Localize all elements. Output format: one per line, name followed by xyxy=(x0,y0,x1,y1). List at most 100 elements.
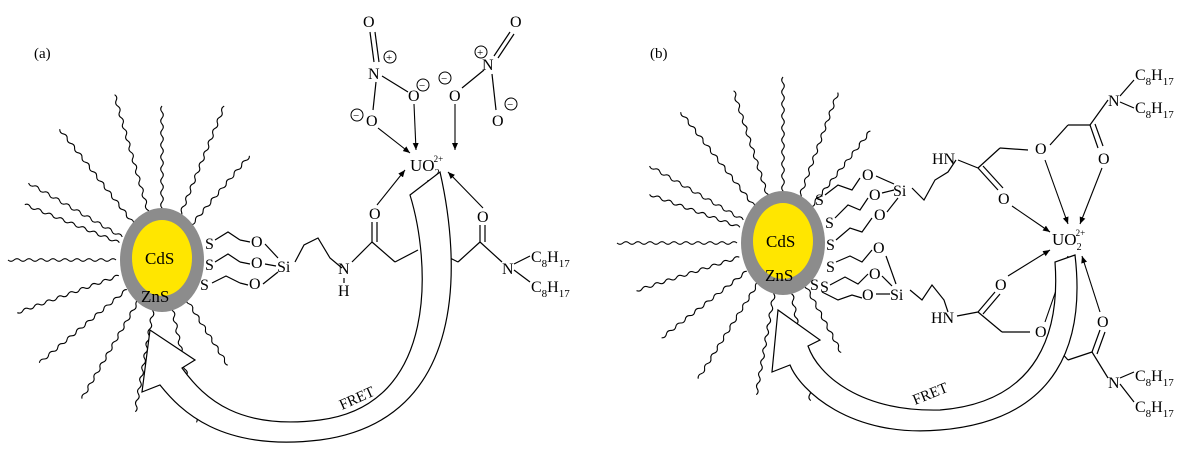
ligand-chain-a-1 xyxy=(28,182,123,238)
fret-arrow-a: FRET xyxy=(141,170,452,443)
oxygen-b-2: O xyxy=(869,187,881,204)
oxygen-a-2: O xyxy=(251,255,263,272)
ligand-chain-b-4 xyxy=(781,76,785,198)
charge-minus-a-3: − xyxy=(441,73,447,85)
oxygen-b-6: O xyxy=(862,287,874,304)
core-label-a: CdS xyxy=(145,249,174,268)
oxygen-b-3: O xyxy=(874,207,886,224)
oxygen-b-1: O xyxy=(862,167,874,184)
core-label-b: CdS xyxy=(766,232,795,251)
ligand-chain-b-8 xyxy=(636,256,740,292)
ligand-chain-b-2 xyxy=(680,112,756,207)
nitrate-n-a-2: N xyxy=(482,57,494,74)
panel-a: (a) CdS ZnS S S S O O O Si xyxy=(7,14,570,443)
silane-anchor-a: S S S O O O Si N H O xyxy=(200,206,570,300)
ligand-chain-a-9 xyxy=(38,289,127,363)
sulfur-a-2: S xyxy=(205,257,214,274)
ligand-chain-b-11 xyxy=(755,287,776,396)
ligand-chain-b-3 xyxy=(733,90,770,200)
alkyl-a-2: C8H17 xyxy=(531,279,570,300)
silicon-b-1: Si xyxy=(893,183,907,200)
ligand-chain-b-5 xyxy=(798,92,839,201)
nitrate-o-a-5: O xyxy=(449,88,461,105)
ligand-chain-a-5 xyxy=(178,105,225,218)
oxygen-b-5: O xyxy=(869,266,881,283)
uranyl-b: UO22+ xyxy=(1052,228,1085,253)
carbonyl-o-b-2: O xyxy=(1098,151,1110,168)
panel-a-label: (a) xyxy=(34,46,51,62)
ligand-chain-a-6 xyxy=(191,155,250,226)
oxygen-a-1: O xyxy=(251,234,263,251)
ligand-chain-b-13 xyxy=(803,283,842,354)
oxygen-a-3: O xyxy=(249,276,261,293)
ligand-chain-a-14 xyxy=(24,203,120,244)
ligand-chain-b-1 xyxy=(649,165,744,221)
shell-label-b: ZnS xyxy=(765,266,793,285)
shell-label-a: ZnS xyxy=(141,287,169,306)
sulfur-b-1: S xyxy=(815,192,824,209)
carbonyl-o-a-2: O xyxy=(477,209,489,226)
uranyl-complex-a: UO22+ O N O O + − − O N O O xyxy=(350,14,522,240)
sulfur-b-2: S xyxy=(825,215,834,232)
ligand-chain-a-10 xyxy=(81,299,140,399)
hn-b-1: HN xyxy=(932,151,956,168)
hn-b-2: HN xyxy=(931,310,955,327)
ligand-chain-a-13 xyxy=(185,298,228,366)
ether-o-b-2: O xyxy=(1035,324,1047,341)
charge-plus-a-2: + xyxy=(477,47,483,59)
ligand-chain-b-7 xyxy=(616,241,738,245)
sulfur-a-1: S xyxy=(205,236,214,253)
panel-b: (b) CdS ZnS S S S O O O Si HN xyxy=(616,46,1174,432)
carbonyl-o-b-4: O xyxy=(1097,314,1109,331)
silicon-a: Si xyxy=(277,259,291,276)
ligand-chain-b-10 xyxy=(697,281,759,379)
alkyl-b-4: C8H17 xyxy=(1135,399,1174,420)
amide-n-b-2: N xyxy=(1108,375,1120,392)
ligand-chain-a-2 xyxy=(59,129,135,224)
cds-core-b xyxy=(753,203,813,279)
alkyl-b-1: C8H17 xyxy=(1135,67,1174,88)
amide-h-a: H xyxy=(338,283,350,300)
ligand-chain-b-9 xyxy=(661,270,747,339)
ligand-chain-a-11 xyxy=(134,304,155,413)
uranyl-complex-b: UO22+ xyxy=(1007,159,1103,323)
sulfur-a-3: S xyxy=(200,277,209,294)
amide-n-a: N xyxy=(338,261,350,278)
carbonyl-o-a-1: O xyxy=(369,206,381,223)
cds-core-a xyxy=(132,220,192,296)
charge-minus-a-2: − xyxy=(353,110,359,122)
charge-plus-a-1: + xyxy=(386,52,392,64)
ligand-chain-a-8 xyxy=(17,274,119,314)
ligand-chain-a-7 xyxy=(7,258,117,262)
quantum-dot-a: CdS ZnS xyxy=(120,208,204,312)
silane-anchor-b-upper: S S S O O O Si HN O O O xyxy=(815,67,1174,254)
nitrate-n-a-1: N xyxy=(368,66,380,83)
ligand-chains-a xyxy=(7,94,250,423)
ligand-chain-b-6 xyxy=(811,130,871,208)
amide-n-a-2: N xyxy=(502,261,514,278)
alkyl-a-1: C8H17 xyxy=(531,249,570,270)
carbonyl-o-b-1: O xyxy=(998,191,1010,208)
silane-anchor-b-lower: S S S O O O Si HN O O O xyxy=(810,240,1174,420)
nitrate-o-a-1: O xyxy=(363,14,375,31)
ligand-chain-b-14 xyxy=(649,194,741,228)
sulfur-b-6: S xyxy=(810,277,819,294)
panel-b-label: (b) xyxy=(650,46,668,62)
amide-n-b-1: N xyxy=(1108,93,1120,110)
charge-minus-a-4: − xyxy=(507,99,513,111)
nitrate-o-a-3: O xyxy=(366,113,378,130)
charge-minus-a-1: − xyxy=(419,80,425,92)
alkyl-b-3: C8H17 xyxy=(1135,368,1174,389)
sulfur-b-4: S xyxy=(826,259,835,276)
nitrate-o-a-2: O xyxy=(408,88,420,105)
oxygen-b-4: O xyxy=(873,240,885,257)
sulfur-b-3: S xyxy=(826,237,835,254)
nitrate-o-a-4: O xyxy=(510,14,522,31)
carbonyl-o-b-3: O xyxy=(995,277,1007,294)
quantum-dot-b: CdS ZnS xyxy=(741,191,825,295)
fret-label-b: FRET xyxy=(911,380,951,409)
nitrate-o-a-6: O xyxy=(492,113,504,130)
ligand-chain-a-3 xyxy=(114,94,151,217)
